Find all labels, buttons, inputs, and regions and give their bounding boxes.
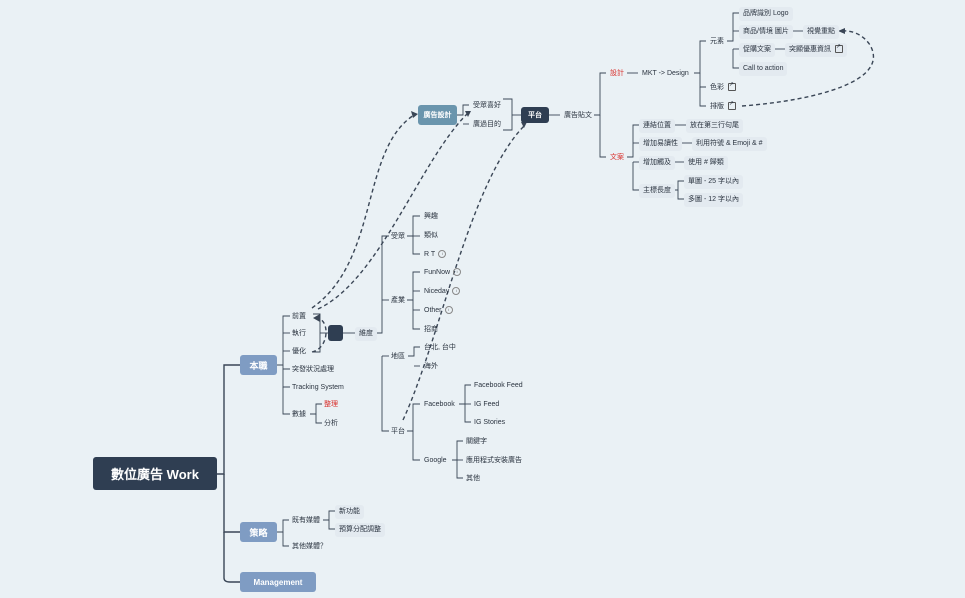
node-shouzhong[interactable]: 受眾 xyxy=(391,233,405,240)
node-design[interactable]: 設計 xyxy=(610,70,624,77)
node-shangpin[interactable]: 商品/情境 圖片 xyxy=(739,25,793,39)
node-shouzhongxihao[interactable]: 受眾喜好 xyxy=(473,102,501,109)
node-youhua[interactable]: 優化 xyxy=(292,348,306,355)
info-circle-icon[interactable]: i xyxy=(453,268,462,277)
node-lianjie[interactable]: 連結位置 xyxy=(639,119,675,133)
node-duotu[interactable]: 多圖 - 12 字以內 xyxy=(684,193,743,207)
node-yusuan[interactable]: 預算分配調整 xyxy=(335,523,385,537)
node-zhengli[interactable]: 整理 xyxy=(324,401,338,408)
node-taibei[interactable]: 台北, 台中 xyxy=(424,344,456,351)
node-xingqu[interactable]: 興趣 xyxy=(424,213,438,220)
other-label: Other xyxy=(424,307,442,314)
rt-label: R T xyxy=(424,251,436,258)
node-weidu[interactable]: 維度 xyxy=(355,327,377,341)
node-yiyou[interactable]: 既有媒體 xyxy=(292,517,320,524)
collapsed-node[interactable] xyxy=(328,325,343,341)
node-chanye[interactable]: 產業 xyxy=(391,297,405,304)
node-yuansu[interactable]: 元素 xyxy=(710,38,724,45)
info-circle-icon[interactable]: i xyxy=(452,287,461,296)
secai-label: 色彩 xyxy=(710,84,724,91)
node-secai[interactable]: 色彩 xyxy=(706,80,740,95)
info-circle-icon[interactable]: i xyxy=(438,250,447,259)
node-tuxian[interactable]: 突顯優惠資訊 xyxy=(785,42,847,57)
node-dantu[interactable]: 單圖 - 25 字以內 xyxy=(684,175,743,189)
tuxian-label: 突顯優惠資訊 xyxy=(789,46,831,53)
node-pingtai[interactable]: 平台 xyxy=(391,428,405,435)
niceday-label: Niceday xyxy=(424,288,450,295)
branch-benzhi[interactable]: 本職 xyxy=(240,355,277,375)
node-mkt[interactable]: MKT -> Design xyxy=(642,70,689,77)
node-tiewen[interactable]: 廣告貼文 xyxy=(564,112,592,119)
node-cuxiao[interactable]: 促購文案 xyxy=(739,43,775,57)
node-guanggao-pingtai[interactable]: 平台 xyxy=(521,107,549,123)
node-zhixing[interactable]: 執行 xyxy=(292,330,306,337)
node-zhaoshang[interactable]: 招商 xyxy=(424,326,438,333)
node-yuedu[interactable]: 增加易讀性 xyxy=(639,137,682,151)
node-touxingmudi[interactable]: 廣過目的 xyxy=(473,121,501,128)
node-appinstall[interactable]: 應用程式安裝廣告 xyxy=(466,457,522,464)
node-igfeed[interactable]: IG Feed xyxy=(474,401,500,408)
root-node[interactable]: 數位廣告 Work xyxy=(93,457,217,490)
node-facebook[interactable]: Facebook xyxy=(424,401,455,408)
node-qita[interactable]: 其他 xyxy=(466,475,480,482)
funnow-label: FunNow xyxy=(424,269,451,276)
node-qianzhi[interactable]: 前置 xyxy=(292,313,306,320)
node-haiwai[interactable]: 海外 xyxy=(424,363,438,370)
node-xingongneng[interactable]: 新功能 xyxy=(335,505,364,519)
node-cta[interactable]: Call to action xyxy=(739,62,788,76)
node-qitameiti[interactable]: 其他媒體？ xyxy=(292,543,327,550)
external-link-icon[interactable] xyxy=(728,80,736,92)
node-tufa[interactable]: 突發狀況處理 xyxy=(292,366,334,373)
external-link-icon[interactable] xyxy=(835,42,843,54)
node-igstories[interactable]: IG Stories xyxy=(474,419,506,426)
node-tracking[interactable]: Tracking System xyxy=(292,384,344,391)
node-shuju[interactable]: 數據 xyxy=(292,411,306,418)
node-fangzai[interactable]: 放在第三行句尾 xyxy=(686,119,743,133)
node-logo[interactable]: 品牌識別 Logo xyxy=(739,7,793,21)
node-fbfeed[interactable]: Facebook Feed xyxy=(474,382,523,389)
node-fuhao[interactable]: 利用符號 & Emoji & # xyxy=(692,137,767,151)
branch-celve[interactable]: 策略 xyxy=(240,522,277,542)
node-fenxi[interactable]: 分析 xyxy=(324,420,338,427)
node-paiban[interactable]: 排版 xyxy=(706,99,740,114)
node-google[interactable]: Google xyxy=(424,457,447,464)
node-leisi[interactable]: 類似 xyxy=(424,232,438,239)
branch-management[interactable]: Management xyxy=(240,572,316,592)
node-shiyong[interactable]: 使用 # 歸類 xyxy=(684,156,728,170)
node-guanjianzi[interactable]: 關鍵字 xyxy=(466,438,487,445)
paiban-label: 排版 xyxy=(710,103,724,110)
node-guanggao-sheji[interactable]: 廣告設計 xyxy=(418,105,457,125)
node-wenan[interactable]: 文案 xyxy=(610,154,624,161)
node-shijue[interactable]: 視覺重點 xyxy=(803,25,839,39)
node-pugi[interactable]: 增加觸及 xyxy=(639,156,675,170)
node-zhutu[interactable]: 主標長度 xyxy=(639,184,675,198)
info-circle-icon[interactable]: i xyxy=(444,306,453,315)
external-link-icon[interactable] xyxy=(728,99,736,111)
node-diqu[interactable]: 地區 xyxy=(391,353,405,360)
